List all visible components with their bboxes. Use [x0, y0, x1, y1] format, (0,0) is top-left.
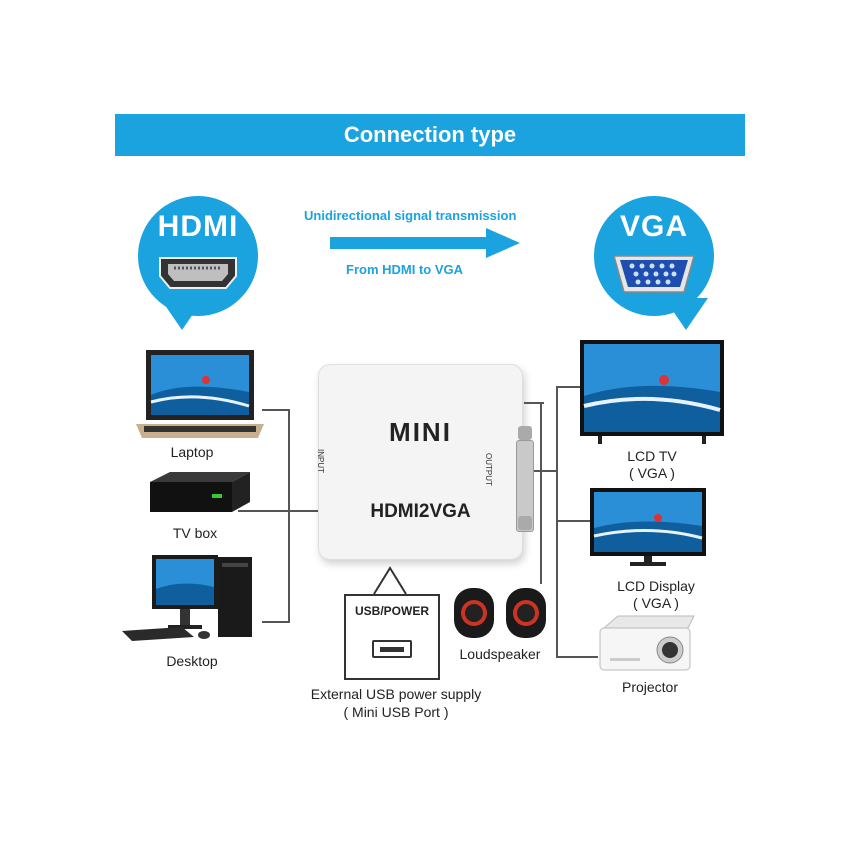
adapter-output-link	[534, 470, 558, 472]
hdmi-bubble-label: HDMI	[157, 210, 239, 243]
usb-callout-pointer	[373, 566, 407, 595]
direction-arrow	[330, 228, 520, 258]
banner-title: Connection type	[343, 122, 517, 147]
tv-box-connector-line	[238, 510, 318, 512]
usb-power-label: USB/POWER	[354, 604, 429, 618]
hdmi-bubble-tail	[160, 298, 204, 330]
loudspeaker-label: Loudspeaker	[459, 646, 541, 662]
connection-type-banner: Connection type	[115, 114, 745, 156]
desktop-icon	[122, 555, 252, 641]
laptop-connector-line	[262, 409, 290, 411]
tv-box-label: TV box	[172, 525, 218, 541]
lcd-tv-connector-line	[556, 386, 582, 388]
vga-connector-icon	[613, 255, 695, 293]
adapter-model: HDMI2VGA	[370, 501, 471, 522]
projector-icon	[599, 615, 695, 671]
vga-port-screw-top	[518, 426, 532, 440]
input-bus-line	[288, 409, 290, 623]
projector-connector-line	[556, 656, 598, 658]
adapter-vga-port	[516, 440, 534, 532]
projector-label: Projector	[621, 679, 679, 695]
output-bus-line	[556, 386, 558, 658]
lcd-display-icon	[590, 488, 706, 566]
desktop-label: Desktop	[166, 653, 218, 669]
vga-bubble-label: VGA	[619, 210, 688, 243]
speaker-connector-line	[540, 402, 542, 584]
adapter-brand: MINI	[389, 417, 452, 447]
lcd-tv-label-line1: LCD TV	[627, 448, 677, 464]
hdmi2vga-adapter: MINI HDMI2VGA INPUT OUTPUT	[316, 364, 523, 560]
desktop-connector-line	[262, 621, 290, 623]
lcd-display-label-line1: LCD Display	[617, 578, 695, 594]
signal-top-text: Unidirectional signal transmission	[304, 208, 517, 223]
laptop-label: Laptop	[170, 444, 214, 460]
vga-port-screw-bottom	[518, 516, 532, 530]
usb-caption-line1: External USB power supply	[310, 686, 482, 702]
vga-bubble-tail	[664, 298, 708, 330]
output-stub-line	[524, 402, 544, 404]
signal-bottom-text: From HDMI to VGA	[346, 262, 463, 277]
vga-bubble: VGA	[594, 196, 714, 316]
lcd-display-label-line2: ( VGA )	[633, 595, 679, 611]
lcd-tv-icon	[580, 340, 724, 444]
tv-box-icon	[150, 472, 250, 512]
adapter-input-mark: INPUT	[316, 449, 325, 473]
loudspeaker-icon	[454, 588, 546, 638]
usb-power-box: USB/POWER	[344, 594, 440, 680]
usb-caption-line2: ( Mini USB Port )	[343, 704, 449, 720]
hdmi-bubble: HDMI	[138, 196, 258, 316]
adapter-output-mark: OUTPUT	[484, 453, 494, 486]
laptop-icon	[136, 350, 264, 438]
lcd-tv-label-line2: ( VGA )	[629, 465, 675, 481]
hdmi-connector-icon	[159, 257, 237, 289]
mini-usb-port-icon	[372, 640, 412, 658]
lcd-display-connector-line	[556, 520, 590, 522]
